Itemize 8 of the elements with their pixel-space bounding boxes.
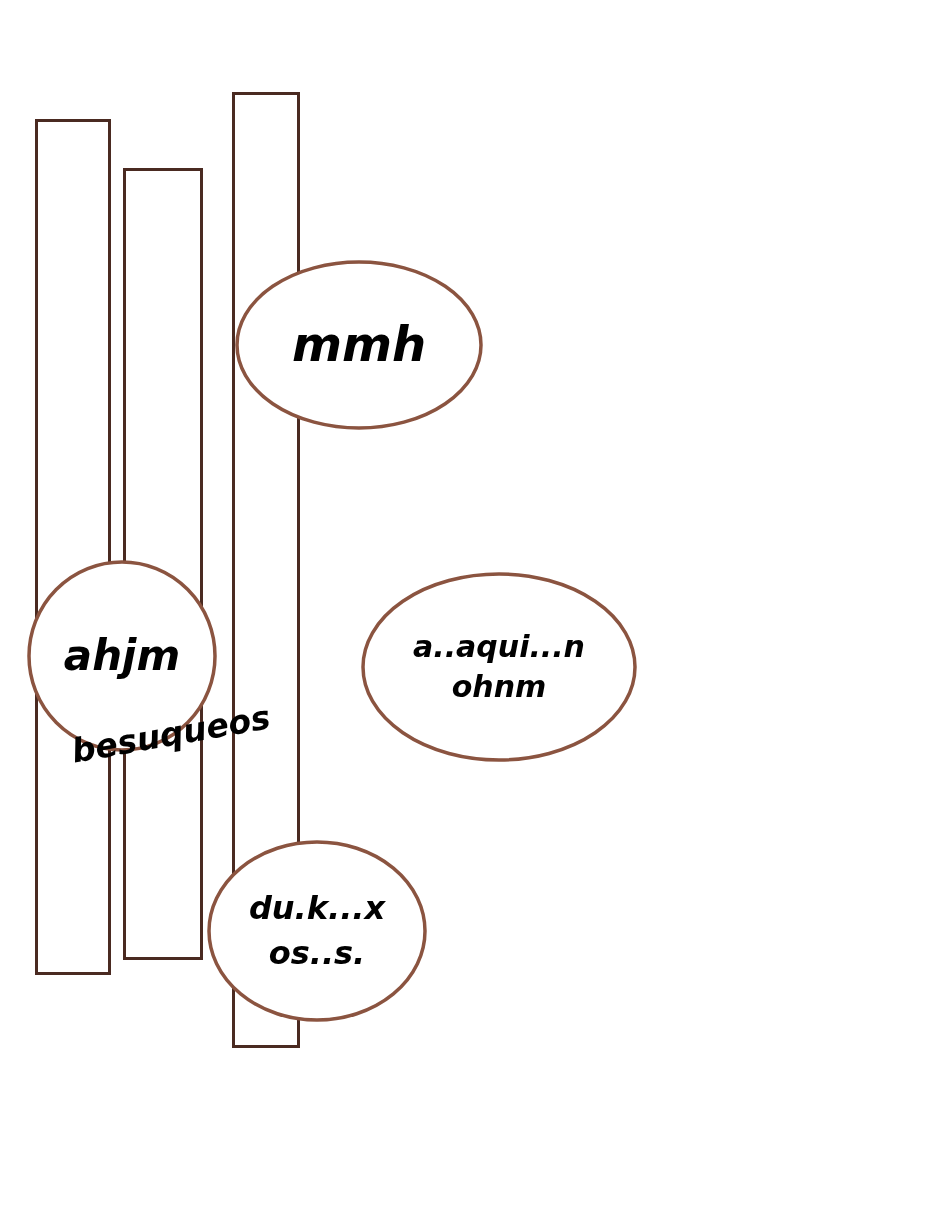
speech-bubble <box>361 572 637 762</box>
bubble-text: ahjm <box>63 630 181 682</box>
bubble-text: mmh <box>291 316 427 374</box>
bubble-text: du.k...x os..s. <box>247 888 387 974</box>
speech-bubble <box>207 840 427 1022</box>
speech-bubble <box>235 260 483 430</box>
sound-effect-text: besuqueos <box>68 697 274 771</box>
bubble-text: a..aqui...n ohnm <box>412 628 586 706</box>
